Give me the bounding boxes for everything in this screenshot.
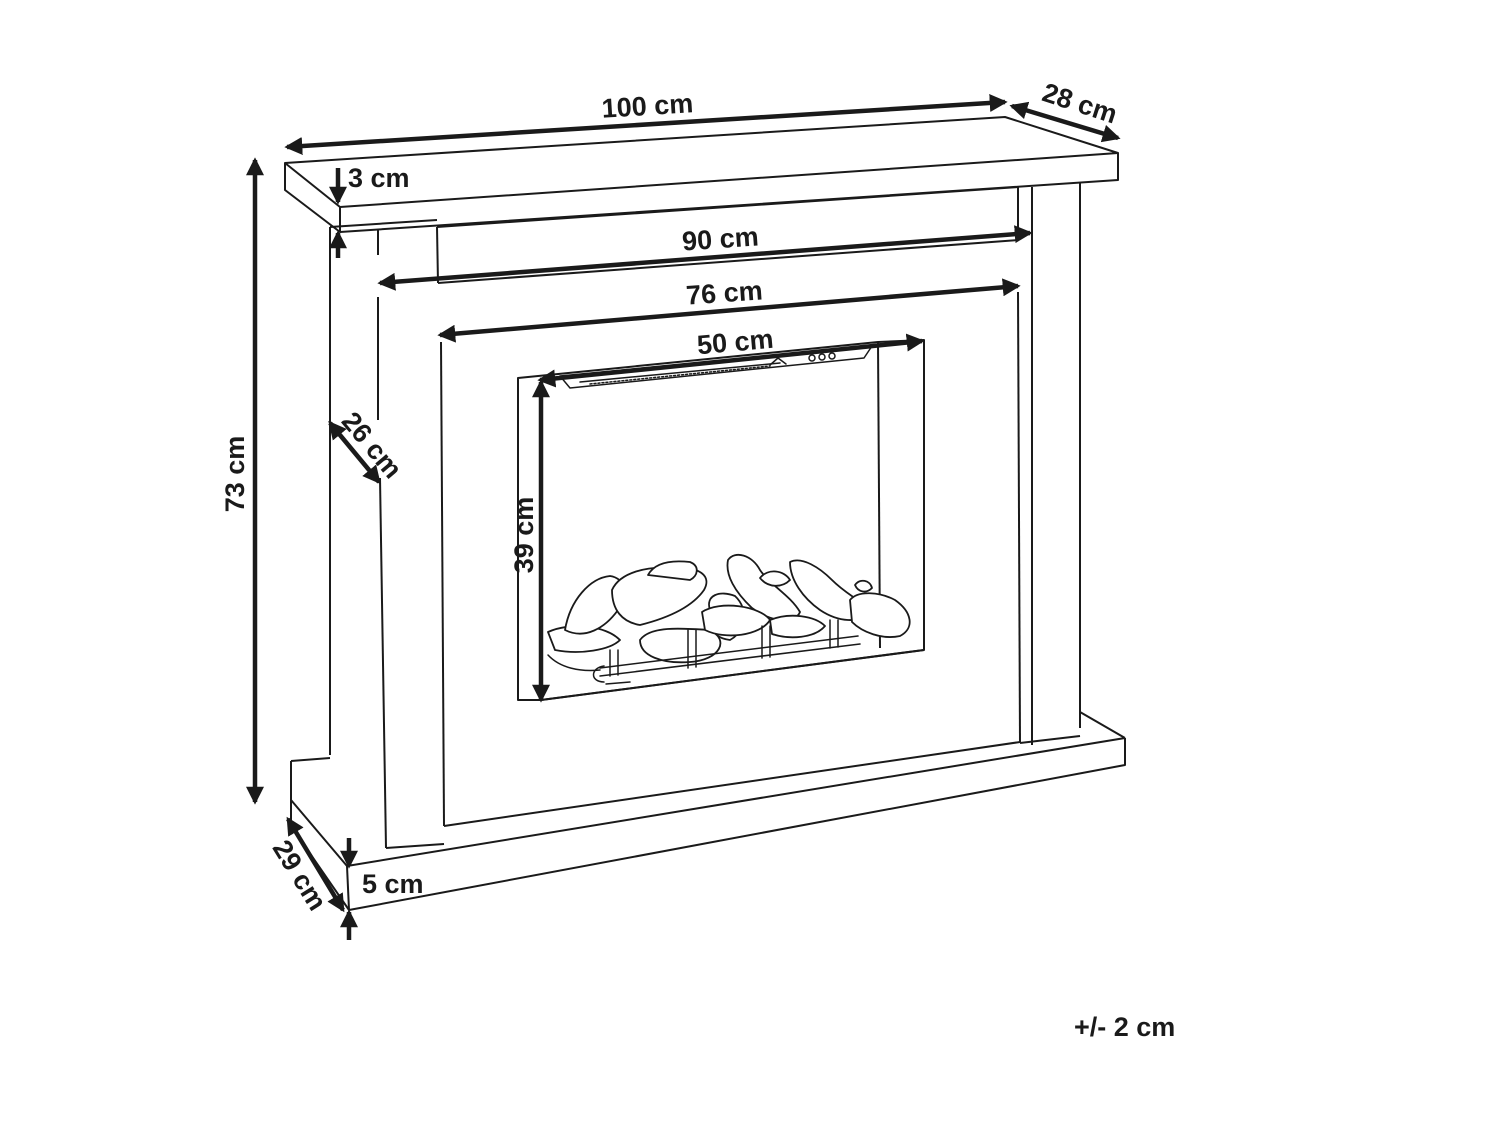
top-depth-label: 28 cm bbox=[1039, 77, 1121, 129]
inner-width-upper-arrow bbox=[377, 225, 1033, 291]
insert-height-label: 39 cm bbox=[509, 497, 539, 574]
artificial-logs bbox=[547, 553, 911, 664]
fireplace-drawing bbox=[284, 116, 1126, 911]
overall-width-arrow bbox=[284, 93, 1008, 156]
left-pillar bbox=[329, 219, 445, 849]
inner-width-upper-label: 90 cm bbox=[681, 221, 759, 256]
insert-width-label: 50 cm bbox=[696, 324, 775, 361]
insert-width-arrow bbox=[537, 333, 925, 388]
base-depth-arrow bbox=[286, 816, 345, 913]
control-button-icon bbox=[828, 352, 836, 360]
overall-height-label: 73 cm bbox=[220, 436, 250, 513]
fire-grate bbox=[547, 619, 861, 685]
control-button-icon bbox=[818, 353, 826, 361]
control-button-icon bbox=[808, 354, 816, 362]
mantel-shelf bbox=[284, 116, 1119, 233]
overall-width-label: 100 cm bbox=[601, 88, 694, 124]
inner-width-lower-arrow bbox=[437, 278, 1021, 343]
right-pillar bbox=[1017, 182, 1081, 745]
dimension-lines bbox=[246, 93, 1121, 940]
tolerance-label: +/- 2 cm bbox=[1074, 1012, 1175, 1042]
pillar-depth-arrow bbox=[328, 420, 381, 485]
inner-width-lower-label: 76 cm bbox=[685, 275, 763, 310]
base-thickness-label: 5 cm bbox=[362, 869, 424, 899]
top-depth-arrow bbox=[1009, 101, 1121, 143]
top-thickness-label: 3 cm bbox=[348, 163, 410, 193]
